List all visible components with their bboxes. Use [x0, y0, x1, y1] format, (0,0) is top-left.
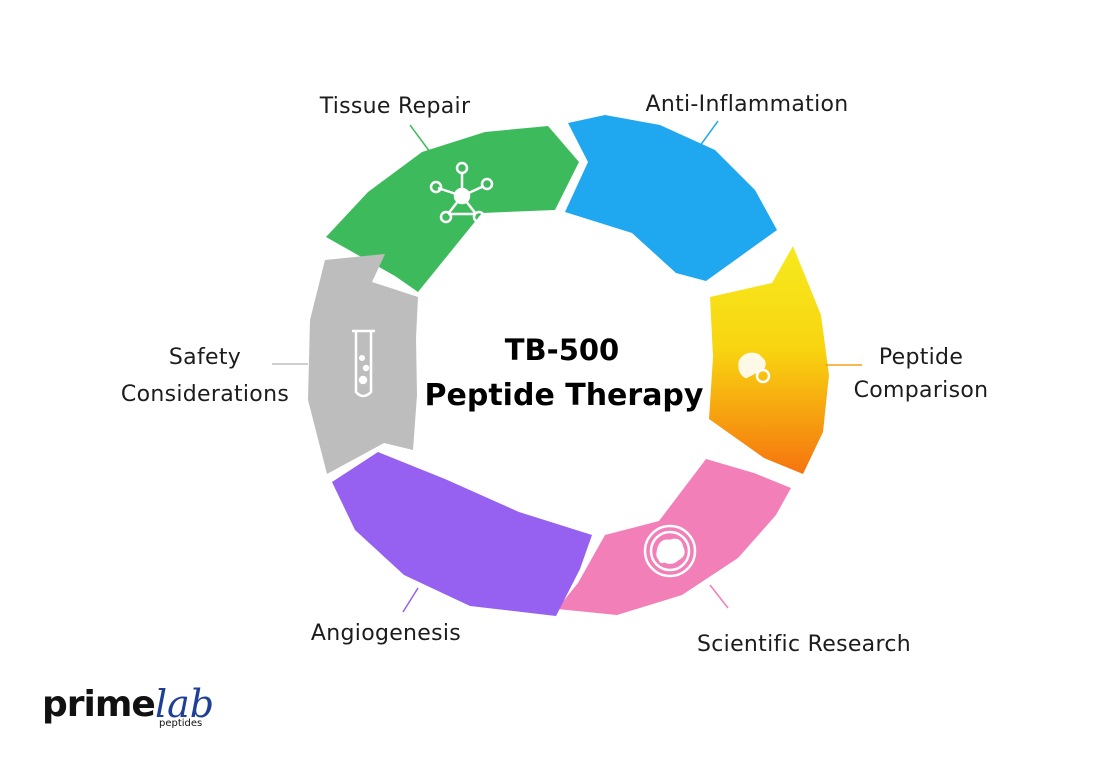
label-safety-considerations-line1: Safety: [169, 345, 241, 370]
logo-lab-text: lab: [155, 682, 215, 726]
connector-anti-inflammation: [696, 120, 719, 151]
segment-peptide-comparison: [709, 246, 829, 474]
center-title-line2: Peptide Therapy: [425, 378, 704, 413]
capsule-icon: [738, 352, 771, 384]
test-tube-icon: [352, 329, 375, 398]
connector-tissue-repair: [409, 124, 431, 153]
label-scientific-research: Scientific Research: [697, 632, 911, 657]
primelab-logo: prime lab peptides: [42, 682, 232, 734]
petri-dish-icon: [643, 524, 697, 578]
label-angiogenesis: Angiogenesis: [311, 621, 461, 646]
label-safety-considerations-line2: Considerations: [121, 382, 289, 407]
segment-anti-inflammation: [565, 115, 777, 281]
label-anti-inflammation: Anti-Inflammation: [645, 92, 848, 117]
connector-scientific-research: [709, 584, 729, 609]
segment-scientific-research: [557, 459, 791, 615]
label-tissue-repair: Tissue Repair: [319, 94, 471, 119]
connector-angiogenesis: [402, 587, 419, 613]
center-title-line1: TB-500: [505, 333, 619, 367]
molecule-network-icon: [429, 161, 494, 224]
logo-peptides-text: peptides: [159, 718, 203, 729]
segment-angiogenesis: [332, 452, 592, 616]
label-peptide-comparison-line1: Peptide: [879, 345, 963, 370]
logo-prime-text: prime: [42, 684, 156, 725]
label-peptide-comparison-line2: Comparison: [854, 378, 989, 403]
segment-safety-considerations: [308, 254, 418, 474]
